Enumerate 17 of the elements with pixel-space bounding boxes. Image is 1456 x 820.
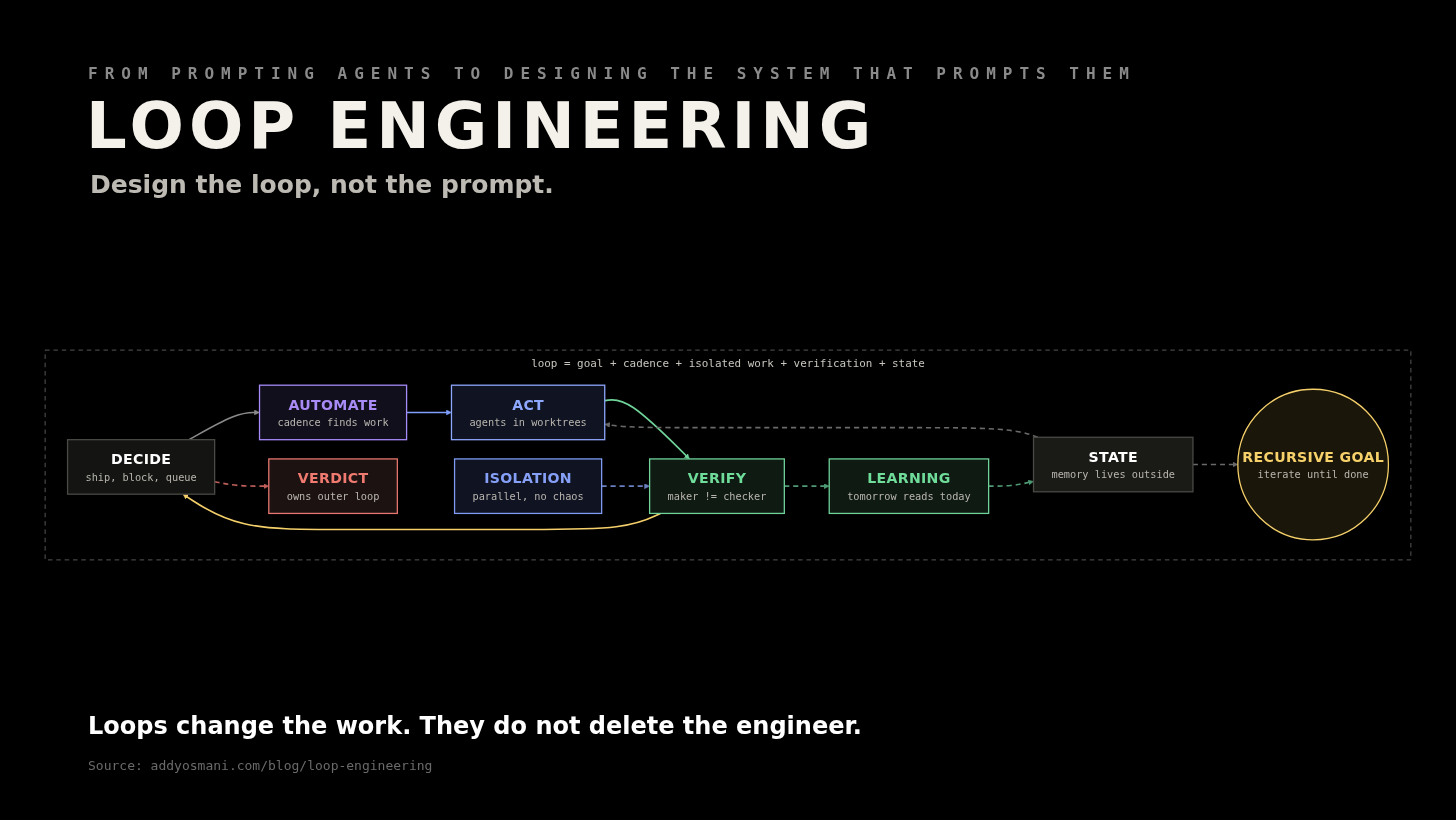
title: LOOP ENGINEERING	[86, 94, 877, 158]
node-box: VERIFY maker != checker	[648, 458, 785, 515]
kicker-text: FROM PROMPTING AGENTS TO DESIGNING THE SYSTEM THAT PROMPTS THEM	[88, 64, 1136, 83]
node-box: STATE memory lives outside	[1032, 436, 1194, 493]
node-box: DECIDE ship, block, queue	[66, 439, 216, 495]
node-box: AUTOMATE cadence finds work	[258, 384, 408, 441]
node-box: LEARNING tomorrow reads today	[828, 458, 990, 515]
node-circle: RECURSIVE GOAL iterate until done	[1237, 388, 1390, 541]
caption: Loops change the work. They do not delete the engineer.	[88, 712, 862, 740]
node-box: VERDICT owns outer loop	[268, 458, 398, 515]
arrow	[188, 409, 260, 441]
node-box: ISOLATION parallel, no chaos	[453, 458, 603, 515]
subtitle: Design the loop, not the prompt.	[90, 170, 554, 199]
source-note: Source: addyosmani.com/blog/loop-engineering	[88, 758, 433, 773]
arrow	[604, 422, 1039, 439]
node-box: ACT agents in worktrees	[450, 384, 606, 441]
arrow	[182, 493, 662, 531]
